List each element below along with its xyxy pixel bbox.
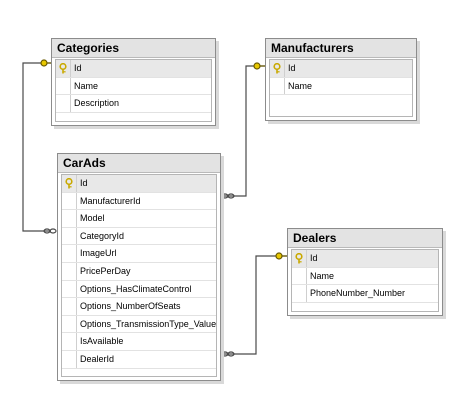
column-row-id[interactable]: Id (56, 60, 211, 78)
table-manufacturers[interactable]: Manufacturers Id Name (265, 38, 417, 121)
column-row-isavailable[interactable]: IsAvailable (62, 333, 216, 351)
many-end-infinity-icon (221, 351, 235, 357)
column-name: Description (74, 98, 120, 109)
column-row-options-hasclimatecontrol[interactable]: Options_HasClimateControl (62, 280, 216, 299)
column-row-name[interactable]: Name (292, 267, 438, 286)
column-row-options-numberofseats[interactable]: Options_NumberOfSeats (62, 298, 216, 316)
column-name: PricePerDay (80, 265, 131, 276)
column-name: Name (74, 80, 99, 91)
column-row-name[interactable]: Name (56, 77, 211, 96)
column-name: Id (74, 63, 82, 73)
column-row-phonenumber-number[interactable]: PhoneNumber_Number (292, 285, 438, 303)
column-list: Id Name Description (55, 59, 212, 122)
column-row-id[interactable]: Id (270, 60, 412, 78)
primary-key-icon (56, 60, 71, 77)
primary-key-icon (270, 60, 285, 77)
column-name: CategoryId (80, 230, 125, 241)
column-row-manufacturerid[interactable]: ManufacturerId (62, 192, 216, 211)
column-name: Options_TransmissionType_Value (80, 318, 217, 329)
column-list: Id ManufacturerId Model CategoryId Image… (61, 174, 217, 377)
column-row-dealerid[interactable]: DealerId (62, 350, 216, 369)
column-name: Options_HasClimateControl (80, 283, 192, 294)
table-title: Dealers (288, 229, 442, 248)
relationship-carads-manufacturers (219, 62, 268, 199)
column-name: Options_NumberOfSeats (80, 301, 181, 312)
column-name: PhoneNumber_Number (310, 288, 406, 299)
column-name: Id (310, 253, 318, 263)
one-end-key-icon (253, 62, 265, 70)
column-row-model[interactable]: Model (62, 210, 216, 228)
table-title: Manufacturers (266, 39, 416, 58)
column-row-imageurl[interactable]: ImageUrl (62, 245, 216, 263)
column-list: Id Name PhoneNumber_Number (291, 249, 439, 312)
column-row-id[interactable]: Id (292, 250, 438, 268)
column-name: DealerId (80, 353, 115, 364)
many-end-infinity-icon (43, 228, 57, 234)
column-row-name[interactable]: Name (270, 77, 412, 96)
table-title: Categories (52, 39, 215, 58)
primary-key-icon (62, 175, 77, 192)
primary-key-icon (292, 250, 307, 267)
column-name: IsAvailable (80, 336, 124, 347)
column-row-priceperday[interactable]: PricePerDay (62, 262, 216, 281)
table-carads[interactable]: CarAds Id ManufacturerId Model CategoryI… (57, 153, 221, 381)
column-row-categoryid[interactable]: CategoryId (62, 227, 216, 246)
column-list: Id Name (269, 59, 413, 117)
column-name: Name (288, 80, 313, 91)
table-title: CarAds (58, 154, 220, 173)
one-end-key-icon (40, 59, 52, 67)
column-name: Id (288, 63, 296, 73)
column-row-description[interactable]: Description (56, 95, 211, 113)
column-row-id[interactable]: Id (62, 175, 216, 193)
table-categories[interactable]: Categories Id Name Description (51, 38, 216, 126)
many-end-infinity-icon (221, 193, 235, 199)
column-name: ImageUrl (80, 248, 117, 259)
one-end-key-icon (275, 252, 287, 260)
relationship-carads-dealers (219, 252, 289, 357)
column-row-options-transmissiontype-value[interactable]: Options_TransmissionType_Value (62, 315, 217, 334)
table-dealers[interactable]: Dealers Id Name PhoneNumber_Number (287, 228, 443, 316)
column-name: Id (80, 178, 88, 188)
relationship-carads-categories (22, 59, 57, 234)
column-name: Model (80, 213, 105, 224)
column-name: Name (310, 270, 335, 281)
column-name: ManufacturerId (80, 195, 141, 206)
